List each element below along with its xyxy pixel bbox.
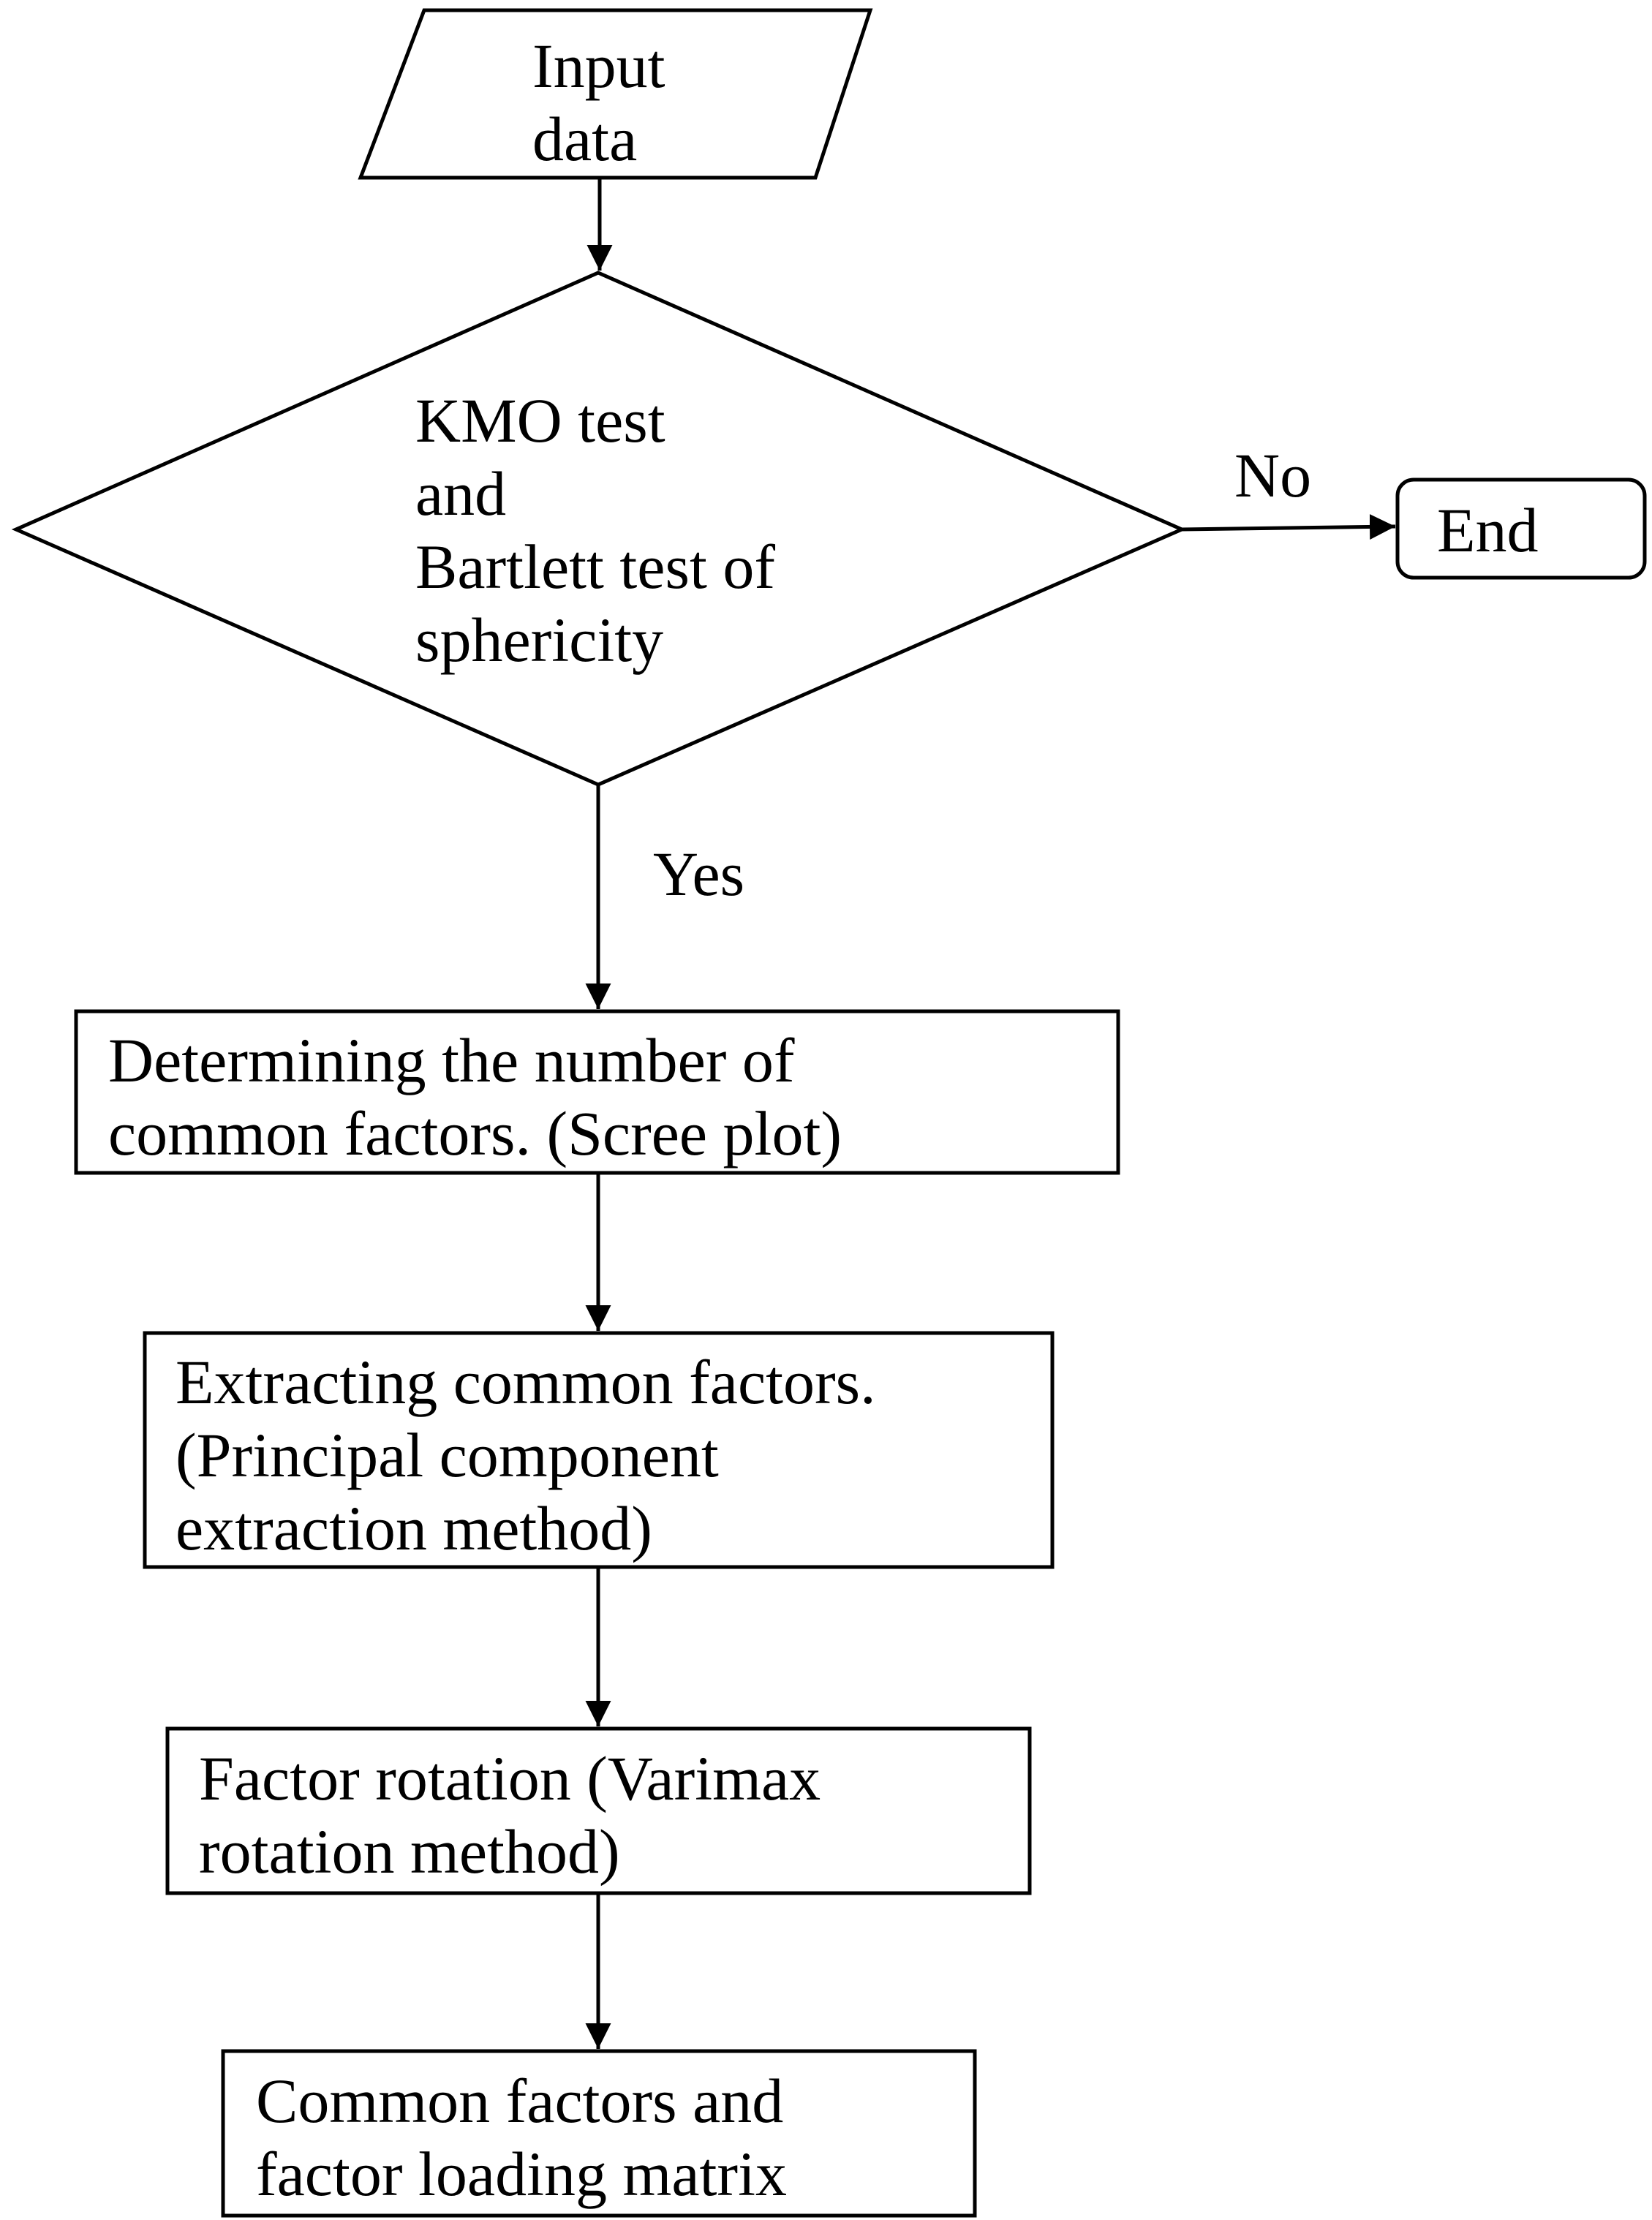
determine-factors-box: [74, 1009, 1120, 1175]
decision-label: KMO test and Bartlett test of sphericity: [415, 384, 775, 676]
determine-factors-line-1: Determining the number of: [108, 1025, 795, 1095]
end-box: [1395, 477, 1647, 580]
decision-line-4: sphericity: [415, 605, 664, 675]
input-data-line-1: Input: [532, 31, 665, 101]
factor-rotation-line-1: Factor rotation (Varimax: [199, 1743, 821, 1813]
factor-rotation-line-2: rotation method): [199, 1816, 620, 1887]
extract-factors-label: Extracting common factors. (Principal co…: [176, 1345, 876, 1565]
arrow-decision-to-end: [1181, 513, 1396, 540]
factor-rotation-box: [165, 1726, 1032, 1895]
input-data-line-2: data: [532, 104, 638, 174]
decision-line-3: Bartlett test of: [415, 532, 775, 602]
input-data-label: Input data: [532, 29, 665, 175]
factor-rotation-label: Factor rotation (Varimax rotation method…: [199, 1742, 821, 1888]
output-line-1: Common factors and: [256, 2066, 784, 2136]
decision-line-2: and: [415, 458, 507, 529]
decision-line-1: KMO test: [415, 385, 665, 456]
end-label: End: [1437, 495, 1539, 565]
extract-factors-line-2: (Principal component: [176, 1420, 719, 1490]
output-label: Common factors and factor loading matrix: [256, 2064, 787, 2210]
extract-factors-box: [143, 1331, 1055, 1569]
output-box: [221, 2049, 977, 2218]
yes-branch-label: Yes: [653, 839, 745, 909]
extract-factors-line-3: extraction method): [176, 1493, 652, 1563]
input-data-shape: [358, 8, 873, 180]
determine-factors-label: Determining the number of common factors…: [108, 1024, 842, 1170]
determine-factors-line-2: common factors. (Scree plot): [108, 1098, 842, 1168]
output-line-2: factor loading matrix: [256, 2139, 787, 2209]
no-branch-label: No: [1234, 440, 1312, 510]
extract-factors-line-1: Extracting common factors.: [176, 1347, 876, 1417]
